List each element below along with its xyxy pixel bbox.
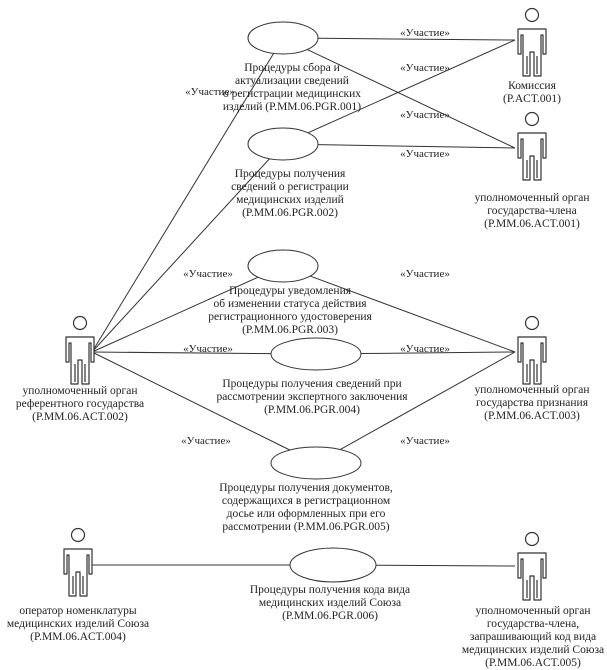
use-case-label-line: о регистрации медицинских [222,88,362,100]
use-case-label-line: сведений о регистрации [231,181,349,193]
association-line-u3-a4 [310,275,516,353]
use-case-label-u5: Процедуры получения документов,содержащи… [219,482,393,534]
association-line-a3-u2 [91,158,270,353]
association-line-u2-a1 [307,39,516,134]
actor-label-line: медицинских изделий Союза [461,644,605,656]
association-label: «Участие» [185,86,235,98]
association-label: «Участие» [400,27,450,39]
use-case-label-line: Процедуры получения кода вида [249,584,411,596]
actor-label-line: уполномоченный орган [474,384,590,396]
actor-label-line: Комиссия [508,80,556,92]
use-cases [247,21,377,583]
association-label: «Участие» [400,343,450,355]
association-label: «Участие» [400,268,450,280]
use-case-label-line: Процедуры получения [234,168,346,180]
association-line-a3-u3 [91,276,259,353]
association-line-u1-a1 [317,37,516,41]
actor-icon [517,315,547,385]
association-line-u2-a2 [317,144,516,149]
actor-label-line: государства-члена, [486,618,580,630]
association-line-a3-u1 [91,53,275,353]
use-case-label-line: изделий (P.MM.06.PGR.001) [222,101,362,113]
use-case-label-line: медицинских изделий [236,194,344,206]
actor-label-line: (P.MM.06.ACT.002) [32,411,128,423]
actor-label-line: оператор номенклатуры [19,605,137,617]
association-line-u1-a2 [307,49,516,149]
actor-icon [517,531,547,601]
use-case-label-line: Процедуры получения сведений при [222,378,402,390]
use-case-label-line: медицинских изделий Союза [258,597,402,609]
association-line-u5-a4 [339,351,516,450]
actor-label-line: (P.ACT.001) [503,93,561,105]
use-case-label-line: досье или оформленных при его [226,508,386,520]
actor-icon [517,7,547,77]
use-case-label-line: Процедуры сбора и [244,62,340,74]
use-case-ellipse-u2 [247,127,319,161]
use-case-ellipse-u1 [247,21,319,55]
actor-label-line: (P.MM.06.ACT.004) [30,631,126,643]
use-case-label-line: рассмотрении экспертного заключения [216,391,408,403]
use-case-label-line: об изменении статуса действия [213,298,367,310]
use-case-label-line: содержащихся в регистрационном [221,495,391,507]
actor-label-line: уполномоченный орган [22,385,138,397]
use-case-label-line: рассмотрении (P.MM.06.PGR.005) [222,521,390,533]
association-label: «Участие» [400,62,450,74]
use-case-label-line: актуализации сведений [235,75,349,87]
actor-label-line: референтного государства [15,398,145,410]
actor-label-line: запрашивающий код вида [469,631,597,643]
actor-label-line: уполномоченный орган [475,605,591,617]
association-label: «Участие» [183,268,233,280]
association-line-u4-a4 [360,351,516,355]
actor-label-a1: Комиссия(P.ACT.001) [503,80,561,106]
actors [63,7,547,601]
association-label: «Участие» [400,435,450,447]
association-line-a3-u4 [91,351,272,355]
use-case-label-line: (P.MM.06.PGR.003) [242,324,338,336]
use-case-ellipse-u4 [270,337,362,371]
actor-icon [63,527,93,597]
actor-label-line: (P.MM.06.ACT.003) [484,410,580,422]
association-label: «Участие» [400,109,450,121]
association-label: «Участие» [183,343,233,355]
association-line-a3-u5 [91,351,290,451]
use-case-ellipse-u6 [289,547,377,583]
actor-label-line: медицинских изделий Союза [6,618,150,630]
associations [91,37,516,567]
actor-label-line: (P.MM.06.ACT.001) [484,218,580,230]
use-case-label-line: (P.MM.06.PGR.004) [264,404,360,416]
use-case-label-line: (P.MM.06.PGR.002) [242,207,338,219]
actor-label-line: (P.MM.06.ACT.005) [485,657,581,669]
association-label: «Участие» [181,435,231,447]
actor-label-line: государства признания [476,397,588,409]
use-case-label-line: Процедуры уведомления [228,285,352,297]
actor-icon [517,111,547,181]
actor-icon [65,315,95,385]
use-case-label-line: (P.MM.06.PGR.006) [282,610,378,622]
use-case-ellipse-u3 [247,249,319,283]
use-case-label-line: регистрационного удостоверения [208,311,372,323]
use-case-ellipse-u5 [270,446,362,480]
use-case-label-line: Процедуры получения документов, [219,482,393,494]
actor-label-line: государства-члена [487,205,577,217]
association-label: «Участие» [400,148,450,160]
actor-label-line: уполномоченный орган [474,192,590,204]
association-line-u6-a6 [375,564,516,567]
